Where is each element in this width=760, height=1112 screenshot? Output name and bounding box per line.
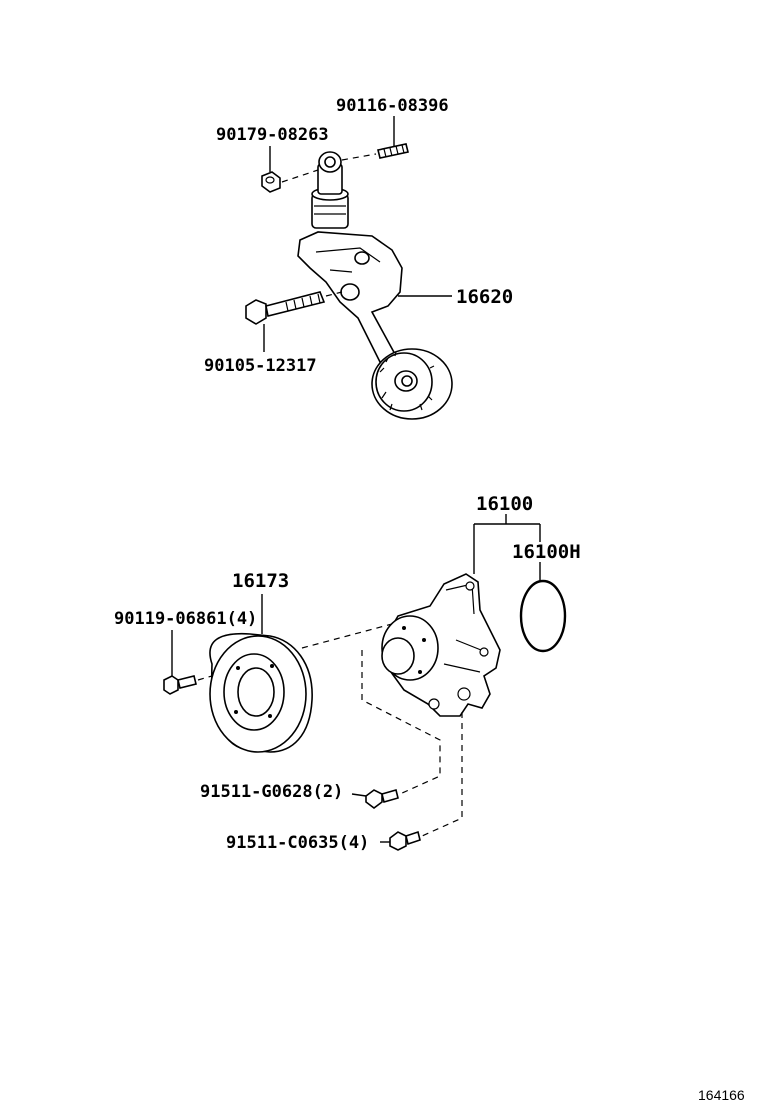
bolt-91511-C0635[interactable] [389,830,421,851]
leader-91511-G0628 [351,793,367,797]
bolt-90119-06861[interactable] [163,675,197,695]
pulley-16173[interactable] [209,632,313,753]
bolt-90105-12317[interactable] [245,291,326,325]
label-90116-08396: 90116-08396 [336,96,449,116]
tensioner-assembly[interactable] [297,151,453,420]
label-91511-G0628: 91511-G0628(2) [200,782,343,802]
label-90105-12317: 90105-12317 [204,356,317,376]
label-16620: 16620 [456,286,513,308]
label-90179-08263: 90179-08263 [216,125,329,145]
label-16100: 16100 [476,493,533,515]
leader-16100 [473,514,541,574]
label-16173: 16173 [232,570,289,592]
water-pump-16100[interactable] [381,573,501,717]
bolt-91511-G0628[interactable] [365,789,399,809]
stud-90116-08396[interactable] [377,143,409,159]
nut-90179-08263[interactable] [261,171,281,193]
label-16100H: 16100H [512,541,581,563]
gasket-16100H[interactable] [519,579,567,653]
label-91511-C0635: 91511-C0635(4) [226,833,369,853]
figure-reference-number: 164166 [698,1087,745,1103]
label-90119-06861: 90119-06861(4) [114,609,257,629]
